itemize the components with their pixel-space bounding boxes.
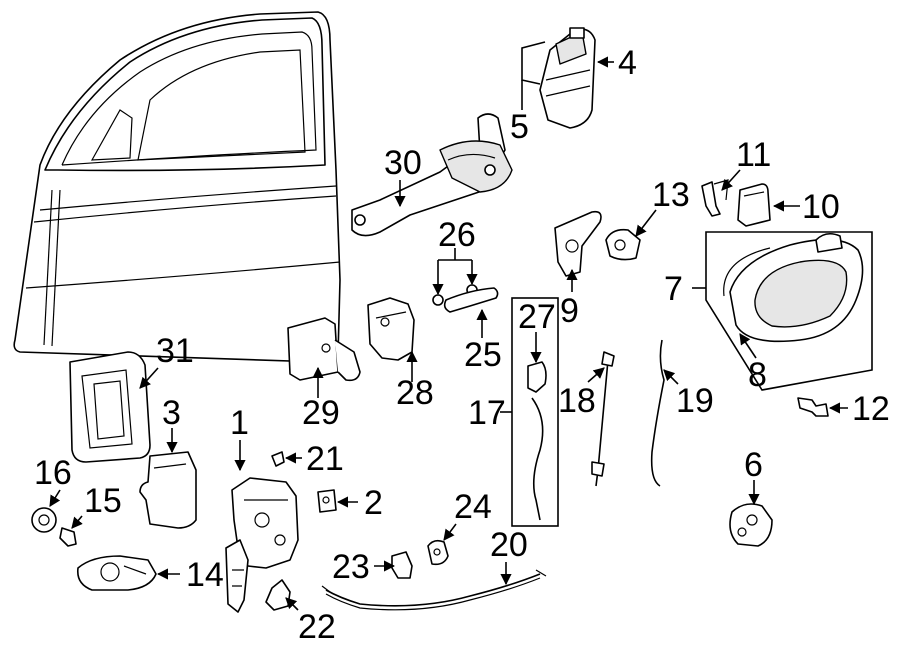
callout-26: 26 <box>438 216 476 254</box>
callout-1: 1 <box>230 404 249 442</box>
part-7-handle-assembly <box>705 231 873 391</box>
callout-14: 14 <box>186 556 224 594</box>
callout-7: 7 <box>664 270 683 308</box>
callout-13: 13 <box>652 176 690 214</box>
callout-27: 27 <box>518 298 556 336</box>
part-1-latch <box>225 477 299 613</box>
part-21-clip <box>271 451 285 467</box>
part-11-clip <box>701 179 729 217</box>
part-15-screw <box>59 527 77 547</box>
callout-10: 10 <box>802 188 840 226</box>
callout-23: 23 <box>332 548 370 586</box>
part-28-actuator <box>367 297 415 361</box>
part-25-strap <box>443 287 499 313</box>
part-16-bushing <box>31 507 57 533</box>
leader-lines <box>49 56 848 611</box>
callout-8: 8 <box>748 356 767 394</box>
part-20-cable <box>321 569 547 611</box>
part-24-clip <box>427 539 449 566</box>
callout-20: 20 <box>490 526 528 564</box>
callout-3: 3 <box>162 394 181 432</box>
part-5-bracket <box>521 41 546 85</box>
callout-17: 17 <box>468 394 506 432</box>
callout-19: 19 <box>676 382 714 420</box>
part-4-lock-cylinder <box>539 27 596 129</box>
callout-22: 22 <box>298 608 336 646</box>
callout-6: 6 <box>744 446 763 484</box>
door-shell <box>13 11 341 363</box>
callout-5: 5 <box>510 108 529 146</box>
callout-12: 12 <box>852 390 890 428</box>
callout-25: 25 <box>464 336 502 374</box>
part-22-bracket <box>265 579 291 611</box>
part-6-grommet <box>729 503 773 547</box>
callout-29: 29 <box>302 394 340 432</box>
callout-11: 11 <box>736 136 771 174</box>
part-30-check <box>351 113 513 237</box>
callout-2: 2 <box>364 484 383 522</box>
callout-labels: 4 5 30 11 13 10 26 7 9 27 31 25 8 28 18 … <box>34 44 890 646</box>
callout-28: 28 <box>396 374 434 412</box>
part-14-inside-handle <box>76 555 157 591</box>
part-13-clip <box>605 228 641 261</box>
callout-31: 31 <box>156 332 194 370</box>
part-3-shield <box>139 451 197 529</box>
callout-30: 30 <box>384 144 422 182</box>
part-9-bracket <box>554 210 602 277</box>
part-2-plate <box>317 489 337 513</box>
callout-16: 16 <box>34 454 72 492</box>
part-23-clip <box>391 551 413 579</box>
part-19-rod <box>650 339 665 487</box>
part-27-clip <box>527 361 547 393</box>
part-18-rod <box>591 351 615 487</box>
callout-21: 21 <box>306 440 344 478</box>
part-10-pad <box>737 183 771 227</box>
callout-24: 24 <box>454 488 492 526</box>
part-29-hinge <box>287 317 361 382</box>
callout-9: 9 <box>560 292 579 330</box>
part-12-bolt <box>797 397 829 417</box>
callout-18: 18 <box>558 382 596 420</box>
part-31-pocket <box>69 351 151 463</box>
callout-15: 15 <box>84 482 122 520</box>
callout-4: 4 <box>618 44 637 82</box>
